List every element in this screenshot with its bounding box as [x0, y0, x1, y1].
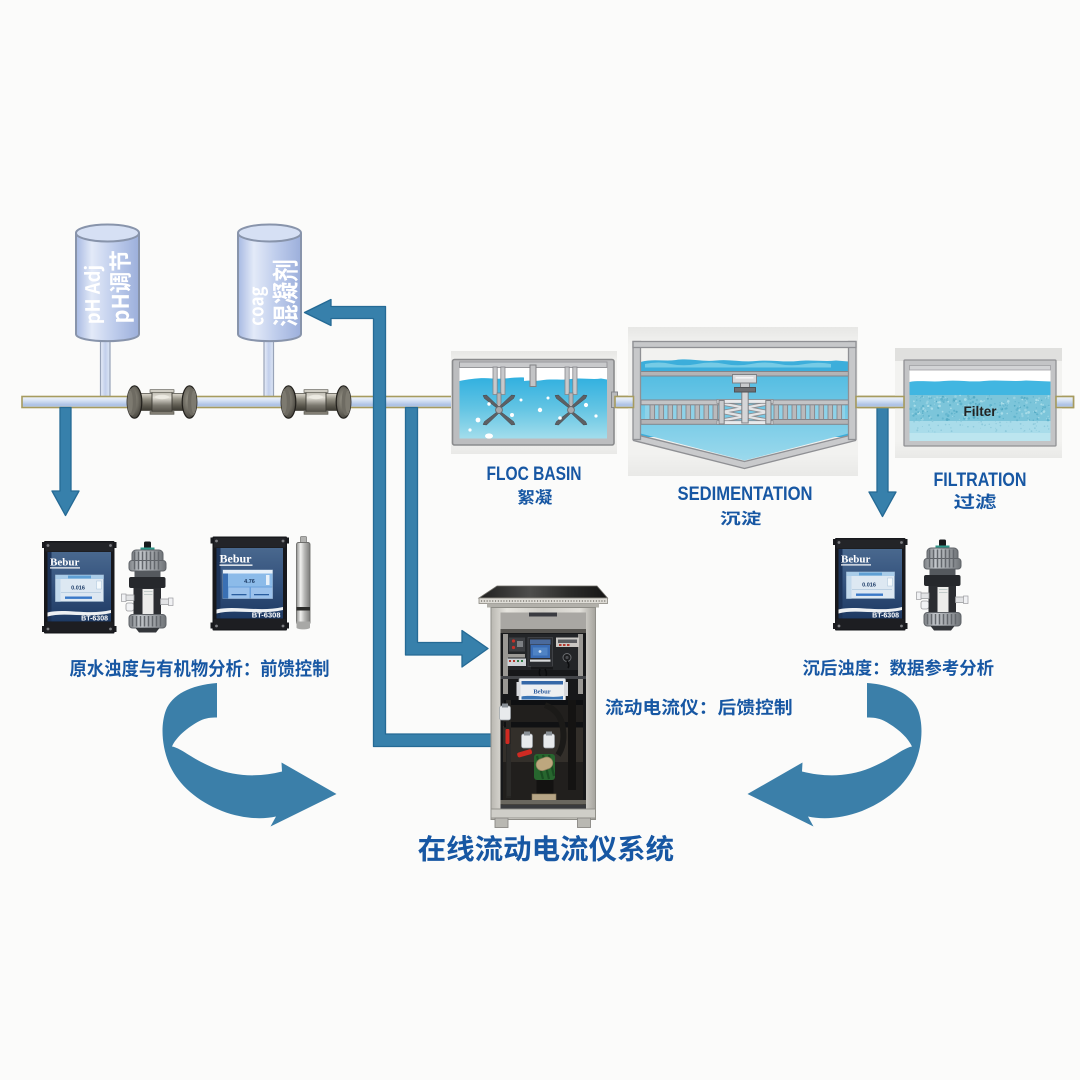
svg-text:4.76: 4.76: [244, 579, 255, 585]
svg-text:Bebur: Bebur: [220, 552, 253, 566]
svg-text:BT-6308: BT-6308: [81, 616, 108, 623]
svg-text:0.016: 0.016: [71, 586, 85, 592]
svg-text:FLOC BASIN: FLOC BASIN: [487, 463, 582, 485]
svg-text:SEDIMENTATION: SEDIMENTATION: [678, 483, 813, 505]
svg-text:FILTRATION: FILTRATION: [934, 470, 1027, 491]
svg-text:Filter: Filter: [964, 403, 998, 419]
svg-text:BT-6308: BT-6308: [252, 611, 281, 620]
svg-text:Bebur: Bebur: [50, 557, 79, 569]
svg-text:Bebur: Bebur: [533, 689, 550, 696]
